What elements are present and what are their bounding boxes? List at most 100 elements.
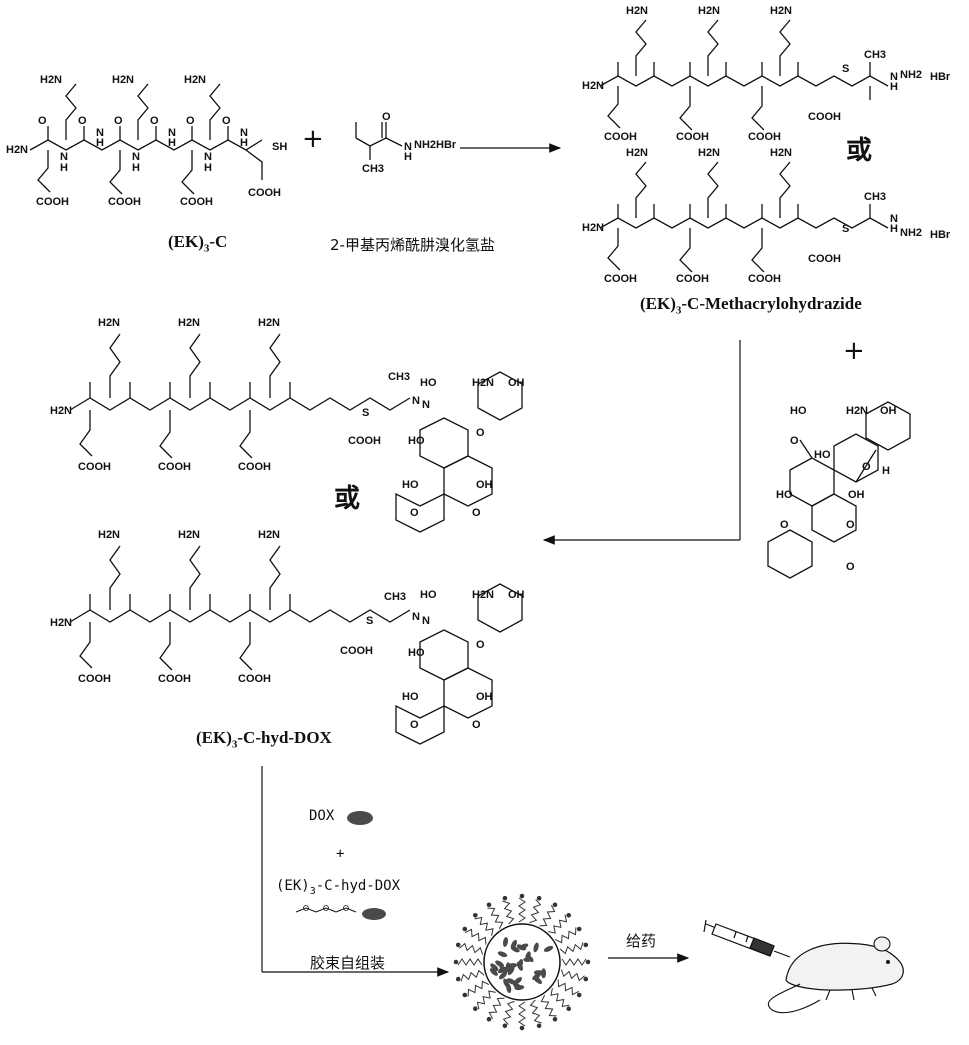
svg-text:H2N: H2N xyxy=(626,5,648,17)
svg-text:H2N: H2N xyxy=(178,317,200,329)
micelle-chain xyxy=(530,899,541,922)
micelle-chain xyxy=(487,908,502,929)
svg-text:H2N: H2N xyxy=(112,74,134,86)
micelle-chain-end xyxy=(454,960,458,964)
micelle-chain-end xyxy=(577,993,581,997)
svg-text:COOH: COOH xyxy=(158,673,191,685)
svg-text:COOH: COOH xyxy=(78,461,111,473)
micelle-chain-end xyxy=(553,903,557,907)
micelle-icon xyxy=(454,894,590,1030)
svg-text:H: H xyxy=(890,81,898,93)
svg-text:CH3: CH3 xyxy=(362,163,384,175)
micelle-chain xyxy=(458,959,482,965)
micelle-chain xyxy=(539,905,554,926)
svg-text:OH: OH xyxy=(508,377,525,389)
micelle-chain xyxy=(461,971,484,982)
svg-text:H2N: H2N xyxy=(98,317,120,329)
product2b-atoms: H2N H2NH2NH2N COOHCOOHCOOH COOH SCH3 NN … xyxy=(50,529,525,731)
svg-text:H: H xyxy=(882,465,890,477)
svg-text:COOH: COOH xyxy=(238,461,271,473)
micelle-chain xyxy=(541,995,556,1016)
dox-drug-ellipse xyxy=(347,811,373,825)
micelle-chain-end xyxy=(567,1007,571,1011)
dox-molecule-atoms: HOH2NOH OHOO H HOOH OO O xyxy=(776,405,897,573)
micelle-chain-end xyxy=(456,977,460,981)
product1b-atoms: H2N H2NH2NH2N COOHCOOHCOOH COOH SCH3 NHN… xyxy=(582,147,951,285)
svg-text:COOH: COOH xyxy=(238,673,271,685)
svg-text:H: H xyxy=(890,223,898,235)
svg-text:OH: OH xyxy=(476,479,493,491)
svg-text:O: O xyxy=(114,115,123,127)
svg-text:O: O xyxy=(476,639,485,651)
micelle-chain xyxy=(468,981,489,996)
svg-text:H2N: H2N xyxy=(258,529,280,541)
micelle-chain-end xyxy=(503,1024,507,1028)
svg-text:SH: SH xyxy=(272,141,287,153)
svg-text:COOH: COOH xyxy=(180,196,213,208)
micelle-chain-end xyxy=(503,896,507,900)
micelle-chain-end xyxy=(537,896,541,900)
svg-text:S: S xyxy=(366,615,373,627)
svg-text:H: H xyxy=(96,137,104,149)
svg-text:HO: HO xyxy=(814,449,831,461)
product2a-structure xyxy=(70,334,522,532)
svg-text:COOH: COOH xyxy=(348,435,381,447)
product1a-structure xyxy=(600,20,888,130)
svg-text:HO: HO xyxy=(790,405,807,417)
svg-text:H2N: H2N xyxy=(472,589,494,601)
micelle-chain xyxy=(459,944,482,955)
micelle-chain xyxy=(555,927,576,942)
micelle-chain-end xyxy=(474,1007,478,1011)
micelle-chain xyxy=(519,898,525,922)
product2b-structure xyxy=(70,546,522,744)
reagent-structure xyxy=(356,122,402,160)
micelle-chain-end xyxy=(520,1026,524,1030)
svg-text:H2N: H2N xyxy=(582,80,604,92)
svg-text:COOH: COOH xyxy=(604,273,637,285)
micelle-chain xyxy=(548,915,566,933)
svg-text:H2N: H2N xyxy=(582,222,604,234)
svg-text:HO: HO xyxy=(408,435,425,447)
svg-text:S: S xyxy=(842,223,849,235)
micelle-chain-end xyxy=(586,960,590,964)
micelle-chain-end xyxy=(584,943,588,947)
micelle-chain xyxy=(519,1002,525,1026)
svg-text:CH3: CH3 xyxy=(864,49,886,61)
svg-text:H2N: H2N xyxy=(98,529,120,541)
svg-text:O: O xyxy=(150,115,159,127)
svg-text:H2N: H2N xyxy=(770,147,792,159)
svg-text:H2N: H2N xyxy=(472,377,494,389)
svg-text:COOH: COOH xyxy=(604,131,637,143)
micelle-chain-end xyxy=(456,943,460,947)
svg-text:HBr: HBr xyxy=(930,71,951,83)
svg-text:O: O xyxy=(846,519,855,531)
mouse-icon xyxy=(768,937,903,1013)
micelle-chain xyxy=(560,943,583,954)
reaction-arrow-2 xyxy=(544,340,740,540)
svg-text:S: S xyxy=(362,407,369,419)
svg-text:COOH: COOH xyxy=(248,187,281,199)
svg-text:HO: HO xyxy=(420,589,437,601)
svg-text:H2N: H2N xyxy=(846,405,868,417)
micelle-chain-end xyxy=(487,1017,491,1021)
svg-text:H: H xyxy=(204,162,212,174)
svg-text:OH: OH xyxy=(476,691,493,703)
micelle-chain-end xyxy=(553,1017,557,1021)
micelle-chain-end xyxy=(474,914,478,918)
svg-text:H: H xyxy=(132,162,140,174)
micelle-chain-end xyxy=(577,927,581,931)
svg-text:O: O xyxy=(476,427,485,439)
svg-text:O: O xyxy=(410,719,419,731)
micelle-chain xyxy=(465,929,486,944)
micelle-chain-end xyxy=(584,977,588,981)
svg-text:COOH: COOH xyxy=(340,645,373,657)
svg-text:O: O xyxy=(410,507,419,519)
svg-text:NH2: NH2 xyxy=(900,69,922,81)
micelle-chain xyxy=(475,918,493,936)
svg-text:COOH: COOH xyxy=(108,196,141,208)
svg-text:COOH: COOH xyxy=(748,131,781,143)
product2a-atoms: H2N H2NH2NH2N COOHCOOHCOOH COOH SCH3 NN … xyxy=(50,317,525,519)
svg-text:CH3: CH3 xyxy=(864,191,886,203)
svg-text:COOH: COOH xyxy=(808,111,841,123)
